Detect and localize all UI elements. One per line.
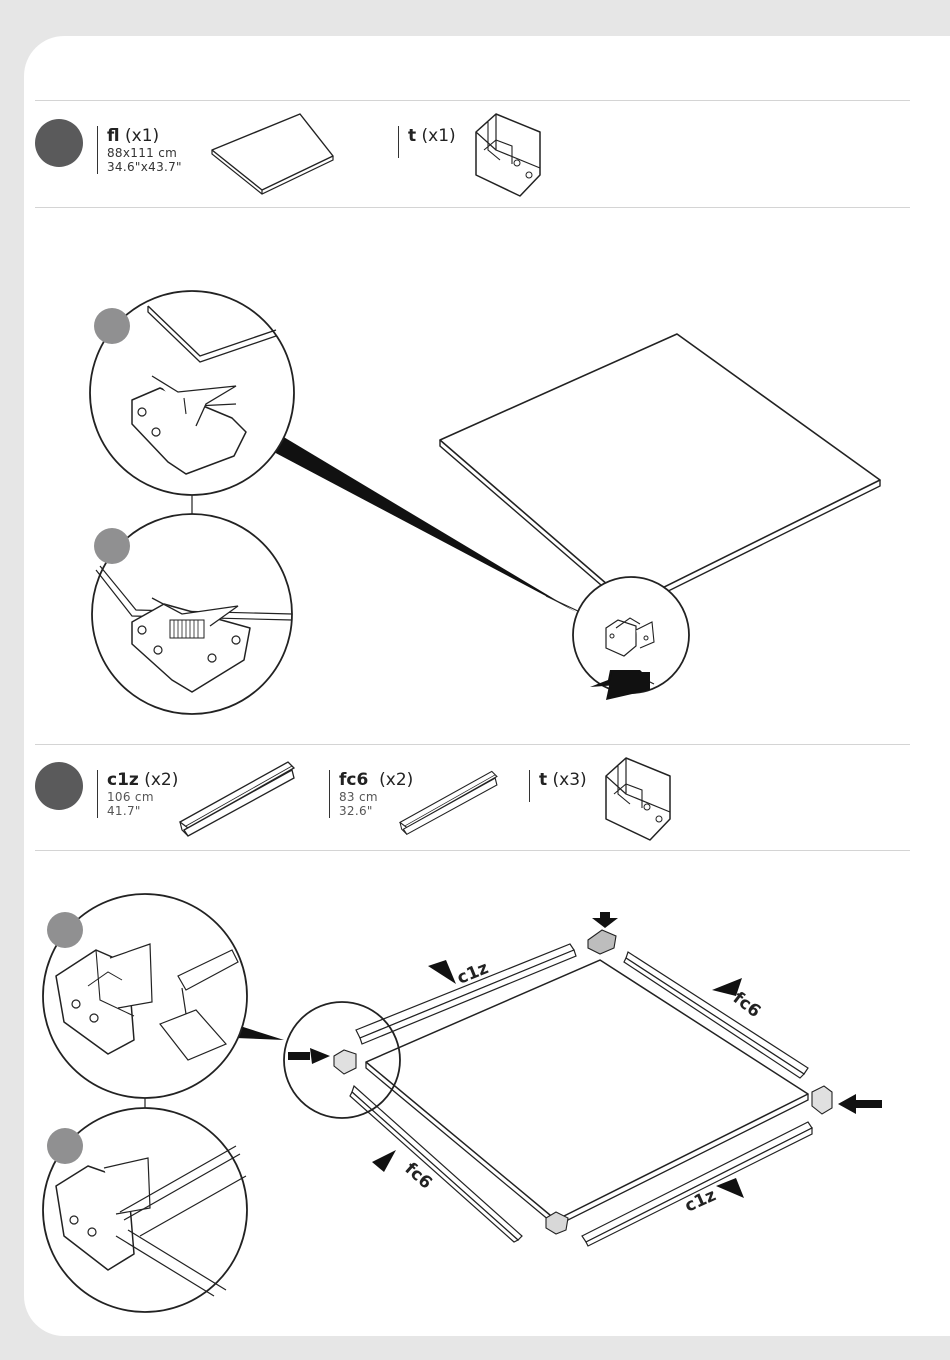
floor-panel-illustration	[440, 334, 880, 610]
arrow-icon	[838, 1094, 856, 1114]
rail-fc6-icon	[400, 771, 497, 834]
t-clip-icon	[606, 758, 670, 840]
arrow-icon	[372, 1150, 396, 1172]
t-clip-icon	[476, 114, 540, 196]
arrow-icon	[428, 960, 456, 984]
substep-dot	[94, 528, 130, 564]
panel-fl-icon	[212, 114, 333, 194]
substep-dot	[94, 308, 130, 344]
up-arrow-icon	[606, 672, 650, 700]
arrow-icon	[716, 1178, 744, 1198]
rail-c1z-icon	[180, 762, 294, 836]
frame-assembly-illustration	[236, 912, 882, 1246]
corner-detail-circle	[573, 577, 689, 700]
substep-dot	[47, 1128, 83, 1164]
substep-dot	[47, 912, 83, 948]
